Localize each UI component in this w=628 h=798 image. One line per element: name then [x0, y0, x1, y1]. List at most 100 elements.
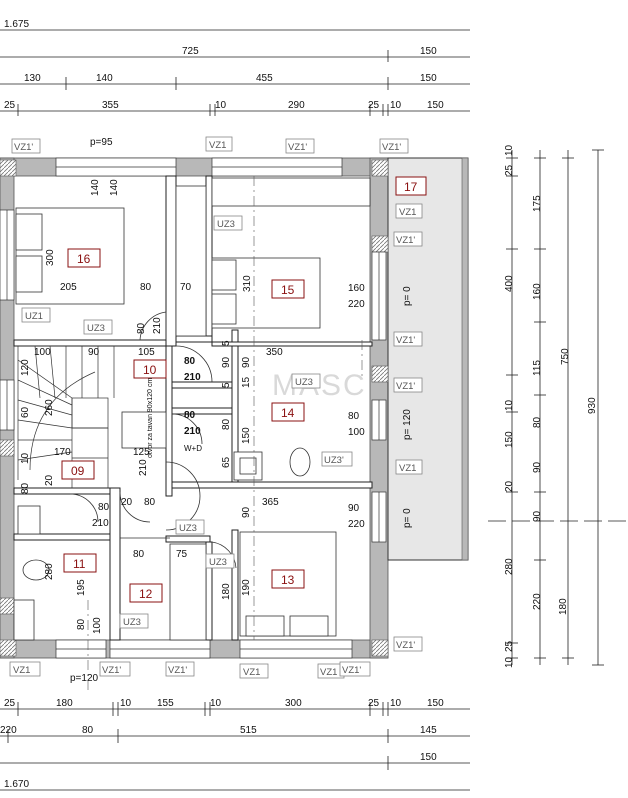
right-dim: 10 — [504, 399, 515, 411]
room-dim: 90 — [88, 347, 100, 358]
room-12-label: 12 — [139, 587, 153, 601]
room-dim: 100 — [34, 347, 51, 358]
room-dim: 20 — [121, 497, 133, 508]
top-dim: 355 — [102, 100, 119, 111]
right-dim: 90 — [532, 461, 543, 473]
room-11-dims: 80 20 80 210 280 195 80 100 — [44, 497, 156, 634]
room-dim: 310 — [242, 275, 253, 292]
window-tag: VZ1 — [399, 207, 416, 218]
washer-dryer-label: W+D — [184, 444, 202, 453]
window-tag: VZ1' — [14, 142, 33, 153]
top-dim: 25 — [4, 100, 16, 111]
room-dim: 105 — [138, 347, 155, 358]
toilet-14 — [289, 447, 311, 477]
window-tag: VZ1 — [13, 665, 30, 676]
room-dim: 90 — [348, 503, 360, 514]
room-dim: 80 — [184, 356, 196, 367]
room-dim: 70 — [180, 282, 192, 293]
right-dim: 150 — [504, 431, 515, 448]
window-openings — [0, 157, 387, 659]
room-dim: 140 — [90, 179, 101, 196]
room-dim: 365 — [262, 497, 279, 508]
top-dim: 25 — [368, 100, 380, 111]
bottom-dim: 25 — [368, 698, 380, 709]
room-dim: 80 — [98, 502, 110, 513]
door-tag: UZ3 — [179, 523, 197, 534]
right-dim: 10 — [504, 144, 515, 156]
right-dim: 750 — [560, 348, 571, 365]
top-dim: 455 — [256, 73, 273, 84]
room-dim: 100 — [92, 617, 103, 634]
room-labels — [61, 176, 427, 603]
room-09-label: 09 — [71, 464, 85, 478]
right-dim: 80 — [532, 416, 543, 428]
interior-walls — [13, 175, 373, 641]
bottom-dim: 80 — [82, 725, 94, 736]
door-tag: UZ3 — [209, 557, 227, 568]
window-tag: VZ1' — [382, 142, 401, 153]
balcony — [387, 157, 469, 561]
room-dim: 140 — [109, 179, 120, 196]
window-tag: VZ1 — [399, 463, 416, 474]
window-tag: VZ1' — [288, 142, 307, 153]
bottom-dimension-lines — [0, 702, 470, 791]
washer — [233, 451, 263, 481]
right-dim-ticks — [506, 149, 604, 666]
tag-boxes — [9, 136, 423, 679]
room-dim: p= 120 — [402, 409, 413, 440]
staircase — [17, 345, 115, 488]
room-dim: 160 — [348, 283, 365, 294]
top-dim: 150 — [420, 46, 437, 57]
room-dim: 210 — [138, 459, 149, 476]
room-14-label: 14 — [281, 406, 295, 420]
window-tag: VZ1' — [168, 665, 187, 676]
room-dim: 205 — [60, 282, 77, 293]
room-15-label: 15 — [281, 283, 295, 297]
window-tag: VZ1 — [209, 140, 226, 151]
wardrobe-15 — [175, 185, 207, 337]
right-dimension-lines — [488, 150, 628, 665]
right-dim: 25 — [504, 164, 515, 176]
room-dim: 150 — [241, 427, 252, 444]
room-dim: 280 — [44, 563, 55, 580]
room-dim: 80 — [221, 418, 232, 430]
bottom-dim: 150 — [420, 752, 437, 763]
window-tag: VZ1 — [320, 667, 337, 678]
right-dim: 930 — [587, 397, 598, 414]
room-11-label: 11 — [73, 557, 86, 571]
bottom-dim: 220 — [0, 725, 17, 736]
room-dim: p= 0 — [402, 508, 413, 528]
bottom-dim: 155 — [157, 698, 174, 709]
room-dim: 210 — [184, 426, 201, 437]
window-tag: VZ1' — [396, 335, 415, 346]
room-dim: 190 — [241, 579, 252, 596]
door-tag: UZ3 — [217, 219, 235, 230]
room-dim: 5 — [221, 382, 232, 388]
room-dim: 80 — [144, 497, 156, 508]
right-dim: 280 — [504, 558, 515, 575]
sink-09 — [17, 505, 41, 535]
right-dim: 20 — [504, 480, 515, 492]
right-dim: 400 — [504, 275, 515, 292]
room-dim: 80 — [133, 549, 145, 560]
room-dim: 210 — [184, 372, 201, 383]
room-dim: 210 — [152, 317, 163, 334]
room-dim: 80 — [136, 322, 147, 334]
room-dim: 100 — [348, 427, 365, 438]
room-dim: 80 — [184, 410, 196, 421]
room-dim: 210 — [92, 518, 109, 529]
top-dim: 290 — [288, 100, 305, 111]
room-dim: 220 — [348, 299, 365, 310]
right-dim: 25 — [504, 640, 515, 652]
door-tag: UZ3' — [324, 455, 344, 466]
room-09-dims: 170 260 60 125 210 10 20 80 — [20, 399, 150, 494]
toilet-11 — [22, 559, 50, 581]
room-16-dims: 140 140 300 205 80 70 80 210 — [45, 179, 192, 334]
bottom-dim: 300 — [285, 698, 302, 709]
room-dim: 80 — [140, 282, 152, 293]
bottom-dim: 515 — [240, 725, 257, 736]
room-dim: 90 — [241, 506, 252, 518]
room-10-dims: 100 90 105 80 210 350 120 5 90 15 90 — [20, 340, 283, 388]
top-dim-total: 1.675 — [4, 19, 29, 30]
